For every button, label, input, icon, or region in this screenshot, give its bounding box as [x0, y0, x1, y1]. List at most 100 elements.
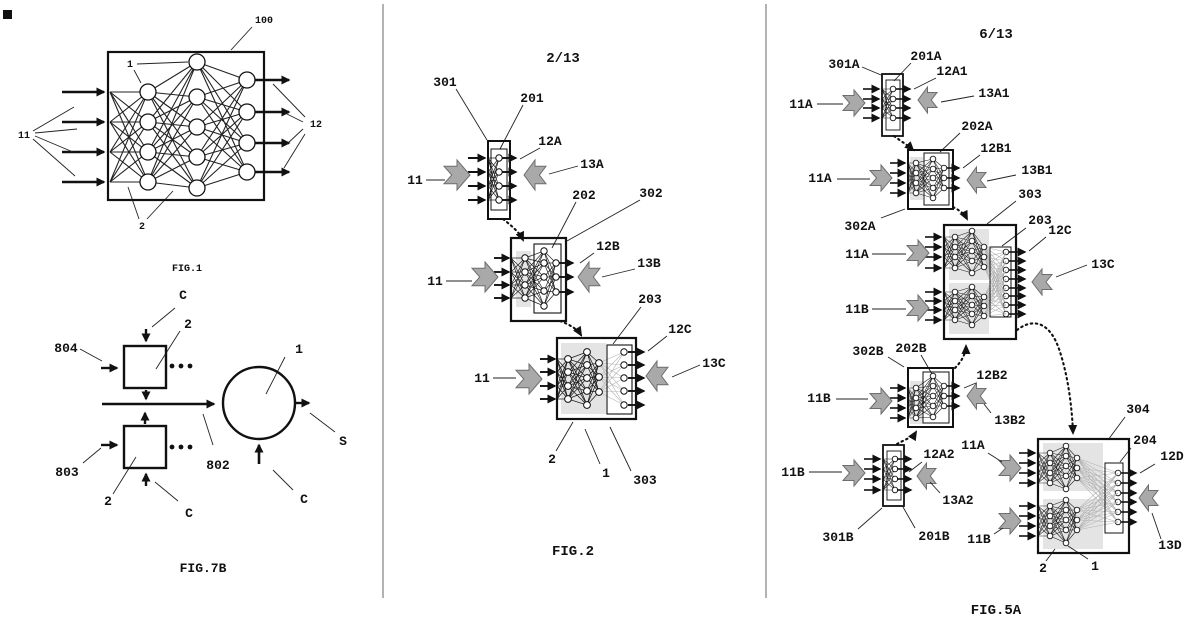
- ref-label: 202B: [895, 341, 926, 356]
- leader-line: [920, 354, 933, 375]
- fig5a-block-204: [1104, 462, 1124, 534]
- figure-boxes: [106, 50, 1131, 555]
- neuron-node: [929, 402, 937, 410]
- neuron-node: [188, 53, 206, 71]
- leader-line: [32, 106, 75, 132]
- leader-line: [272, 83, 306, 118]
- fig1-net: [109, 53, 256, 197]
- leader-line: [34, 135, 74, 153]
- neuron-node: [889, 114, 897, 122]
- neuron-node: [912, 179, 920, 187]
- ref-label: 11A: [789, 97, 813, 112]
- neuron-node: [980, 302, 988, 310]
- leader-line: [82, 447, 102, 464]
- leader-line: [283, 133, 306, 169]
- ref-label: 13A2: [942, 493, 973, 508]
- fig5a-net-201a: [881, 85, 897, 122]
- leader-line: [286, 128, 304, 145]
- neuron-node: [521, 268, 529, 276]
- leader-line: [551, 201, 577, 249]
- neuron-node: [1046, 532, 1054, 540]
- neuron-node: [889, 95, 897, 103]
- neuron-node: [951, 288, 959, 296]
- ref-label: 1: [295, 342, 303, 357]
- fig2-block-201: [490, 148, 508, 211]
- neuron-node: [912, 384, 920, 392]
- leader-line: [154, 481, 179, 502]
- neuron-node: [495, 168, 503, 176]
- neuron-node: [929, 392, 937, 400]
- leader-line: [1028, 236, 1047, 252]
- neuron-node: [912, 404, 920, 412]
- ref-label: 13C: [1091, 257, 1115, 272]
- input-arrow-11a-6: [997, 453, 1022, 483]
- ref-label: 11B: [967, 532, 991, 547]
- feedback-arrow-13d: [1138, 483, 1160, 513]
- input-arrow-11b-3: [905, 293, 930, 323]
- neuron-node: [889, 104, 897, 112]
- leader-line: [548, 165, 579, 175]
- feedback-arrow-13a2: [916, 461, 938, 491]
- neuron-node: [968, 227, 976, 235]
- fig1-caption: FIG.1: [172, 264, 202, 275]
- ref-label: 201A: [910, 49, 941, 64]
- ref-label: 12: [310, 120, 322, 131]
- ref-label: 304: [1126, 402, 1150, 417]
- leader-line: [284, 112, 304, 123]
- neuron-node: [540, 247, 548, 255]
- leader-line: [939, 132, 961, 153]
- neuron-node: [951, 253, 959, 261]
- ref-label: 804: [54, 341, 78, 356]
- neuron-node: [583, 374, 591, 382]
- neuron-node: [238, 71, 256, 89]
- leader-line: [1107, 416, 1126, 441]
- feedback-arrow-13a1: [917, 85, 939, 115]
- leader-line: [861, 66, 882, 76]
- ref-label: 11B: [781, 465, 805, 480]
- neuron-node: [583, 361, 591, 369]
- leader-line: [32, 138, 76, 177]
- ref-label: 11B: [807, 391, 831, 406]
- fig5a-block-301b: [882, 444, 905, 507]
- ref-label: 11: [407, 173, 423, 188]
- neuron-node: [521, 254, 529, 262]
- leader-line: [1139, 463, 1156, 474]
- fig5a-block-203: [989, 246, 1012, 318]
- leader-line: [609, 426, 632, 472]
- leader-line: [519, 147, 541, 160]
- ref-label: 13B: [637, 256, 661, 271]
- dotted-302-to-303: [558, 319, 583, 337]
- leader-line: [983, 403, 992, 414]
- neuron-node: [968, 292, 976, 300]
- ref-label: 12C: [668, 322, 692, 337]
- neuron-node: [940, 402, 948, 410]
- leader-line: [880, 208, 906, 219]
- neuron-node: [968, 310, 976, 318]
- neuron-node: [951, 233, 959, 241]
- neuron-node: [521, 281, 529, 289]
- ref-label: 202A: [961, 119, 992, 134]
- ref-label: 2: [548, 452, 556, 467]
- neural-networks: [109, 53, 1122, 547]
- neuron-node: [1062, 496, 1070, 504]
- fig7b-ellipsis-dots: [169, 363, 193, 450]
- feedback-arrow-13a: [523, 158, 548, 192]
- ref-label: 1: [602, 466, 610, 481]
- fig7b-arrows: [101, 329, 311, 486]
- neuron-node: [188, 118, 206, 136]
- shaded-regions: [516, 157, 1103, 549]
- leader-line: [887, 356, 905, 368]
- ref-label: 12D: [1160, 449, 1184, 464]
- neuron-node: [968, 237, 976, 245]
- neuron-node: [188, 88, 206, 106]
- leader-line: [202, 413, 214, 446]
- neuron-node: [891, 455, 899, 463]
- neuron-node: [968, 247, 976, 255]
- neuron-node: [912, 414, 920, 422]
- leader-line: [34, 128, 78, 134]
- ref-label: 12A2: [923, 447, 954, 462]
- ref-label: 301B: [822, 530, 853, 545]
- neuron-node: [595, 388, 603, 396]
- neuron-node: [891, 475, 899, 483]
